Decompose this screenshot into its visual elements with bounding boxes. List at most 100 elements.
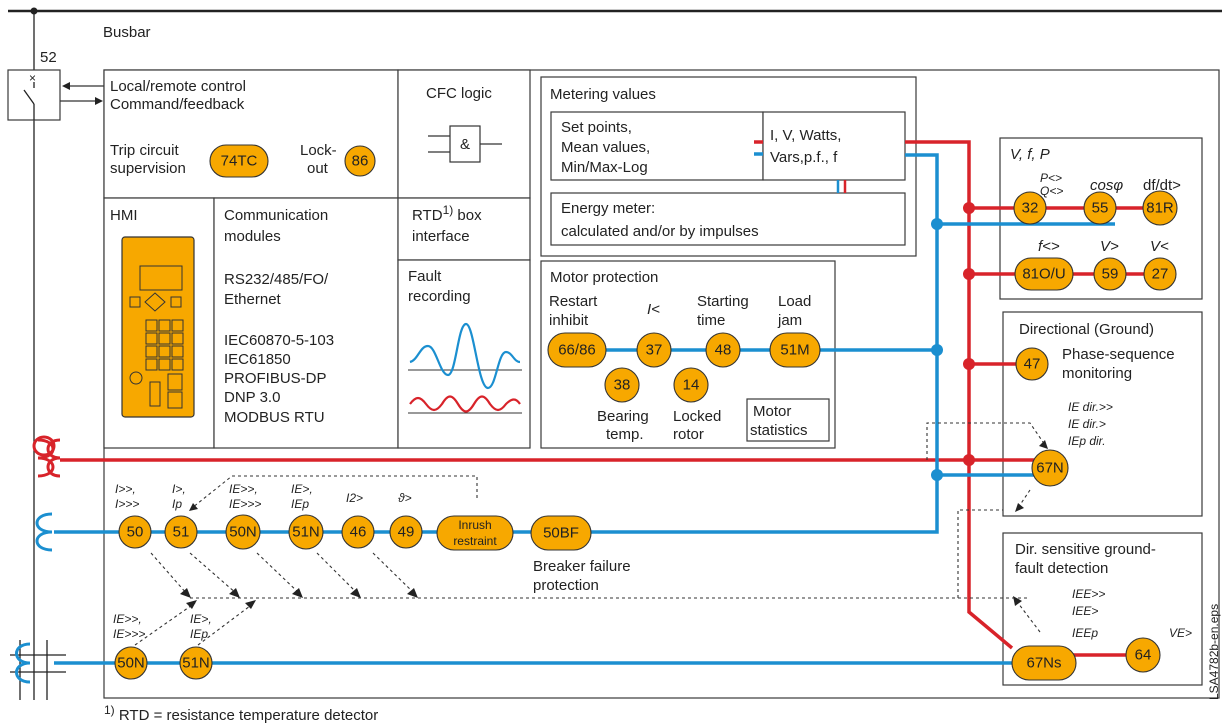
feedback-arrow-head <box>95 97 103 105</box>
dashed-67ns-arrow <box>1013 596 1022 606</box>
badge-37 <box>636 332 672 368</box>
badge-50-label: 50 <box>127 524 144 541</box>
restart-label-1: Restart <box>549 293 598 310</box>
badge-50bf <box>530 515 592 551</box>
badge-38-label: 38 <box>614 377 631 394</box>
iep-b-label: IEp <box>190 627 208 641</box>
voltage-transformer-icon <box>32 435 61 478</box>
badge-inrush-label-2: restraint <box>453 534 497 548</box>
badge-32-label: 32 <box>1022 200 1039 217</box>
starting-label-2: time <box>697 312 725 329</box>
dashed-46-arrow <box>407 588 418 598</box>
badge-14 <box>673 367 709 403</box>
bearing-label-1: Bearing <box>597 408 649 425</box>
motor-protection-label: Motor protection <box>550 269 658 286</box>
iep-label: IEp <box>291 497 309 511</box>
junction-red-3 <box>963 358 975 370</box>
badge-55-label: 55 <box>1092 200 1109 217</box>
badge-51n-ground <box>179 646 213 680</box>
badge-27-label: 27 <box>1152 266 1169 283</box>
ie-gg-b-label: IE>>, <box>113 612 142 626</box>
dashed-50-arrow <box>180 588 191 598</box>
communication-label-2: modules <box>224 228 281 245</box>
badge-74tc <box>209 144 269 178</box>
badge-67ns <box>1011 645 1077 681</box>
communication-label-1: Communication <box>224 207 328 224</box>
ie-ggg-b-label: IE>>> <box>113 627 145 641</box>
badge-46-label: 46 <box>350 524 367 541</box>
badge-50n-ground <box>114 646 148 680</box>
ie-dir-gg-label: IE dir.>> <box>1068 400 1113 414</box>
setpoints-label-2: Mean values, <box>561 139 650 156</box>
ie-g-label: IE>, <box>291 482 313 496</box>
i2-label: I2> <box>346 491 363 505</box>
badge-37-label: 37 <box>646 342 663 359</box>
dashed-51n-up-arrow <box>245 600 256 609</box>
dashed-67n-out-arrow <box>1015 503 1024 512</box>
lockout-label-2: out <box>307 160 329 177</box>
badge-51n-label: 51N <box>292 524 320 541</box>
badge-50bf-label: 50BF <box>543 525 579 542</box>
badge-51n <box>288 514 324 550</box>
badge-67n-label: 67N <box>1036 460 1064 477</box>
energy-meter-label-1: Energy meter: <box>561 200 655 217</box>
dashed-50-down <box>150 552 188 595</box>
vfp-label: V, f, P <box>1010 146 1050 163</box>
bearing-label-2: temp. <box>606 426 644 443</box>
ie-gg-label: IE>>, <box>229 482 258 496</box>
dashed-67ns-up <box>1017 602 1041 633</box>
motor-statistics-box <box>746 398 830 442</box>
current-transformer-icon <box>35 512 53 552</box>
i-ggg-label: I>>> <box>115 497 139 511</box>
motor-statistics-label-2: statistics <box>750 422 808 439</box>
badge-inrush <box>436 515 514 551</box>
load-jam-label-1: Load <box>778 293 811 310</box>
phase-seq-label-2: monitoring <box>1062 365 1132 382</box>
command-feedback-label: Command/feedback <box>110 96 245 113</box>
dir-sensitive-label-1: Dir. sensitive ground- <box>1015 541 1156 558</box>
rtd-box <box>397 197 531 261</box>
breaker-fail-label-2: protection <box>533 577 599 594</box>
dashed-directional-link <box>957 509 1003 598</box>
restart-label-2: inhibit <box>549 312 589 329</box>
badge-81ou <box>1014 257 1074 291</box>
badge-81r-label: 81R <box>1146 200 1174 217</box>
badge-6686 <box>547 332 607 368</box>
and-gate-symbol: & <box>460 136 470 153</box>
setpoints-box <box>550 111 764 181</box>
breaker-x-mark: × <box>29 71 36 85</box>
locked-label-2: rotor <box>673 426 704 443</box>
breaker-switch-blade <box>23 89 35 105</box>
badge-67n <box>1031 449 1069 487</box>
badge-47-label: 47 <box>1024 356 1041 373</box>
ground-current-transformer-icon <box>10 640 66 700</box>
rs232-label: RS232/485/FO/ <box>224 271 329 288</box>
setpoints-label-1: Set points, <box>561 119 632 136</box>
hmi-device-icon <box>121 236 195 418</box>
i-gg-label: I>>, <box>115 482 136 496</box>
badge-6686-label: 66/86 <box>558 342 596 359</box>
ethernet-label: Ethernet <box>224 291 282 308</box>
dashed-67n-in <box>926 422 1046 460</box>
measured-values-box <box>762 111 906 181</box>
measured-values-label-2: Vars,p.f., f <box>770 149 838 166</box>
locked-label-1: Locked <box>673 408 721 425</box>
energy-meter-box <box>550 192 906 246</box>
badge-50n-ground-label: 50N <box>117 655 145 672</box>
ip-label: Ip <box>172 497 182 511</box>
i-g-label: I>, <box>172 482 186 496</box>
dashed-51n-arrow <box>350 588 361 598</box>
badge-64-label: 64 <box>1135 647 1152 664</box>
junction-red-4 <box>963 454 975 466</box>
badge-50 <box>118 515 152 549</box>
v-lt-label: V< <box>1150 238 1169 255</box>
badge-27 <box>1143 257 1177 291</box>
badge-86-label: 86 <box>352 153 369 170</box>
iec103-label: IEC60870-5-103 <box>224 332 334 349</box>
local-remote-label: Local/remote control <box>110 78 246 95</box>
ie-dir-g-label: IE dir.> <box>1068 417 1106 431</box>
badge-86 <box>344 145 376 177</box>
badge-51 <box>164 515 198 549</box>
busbar-label: Busbar <box>103 24 151 41</box>
badge-48 <box>705 332 741 368</box>
